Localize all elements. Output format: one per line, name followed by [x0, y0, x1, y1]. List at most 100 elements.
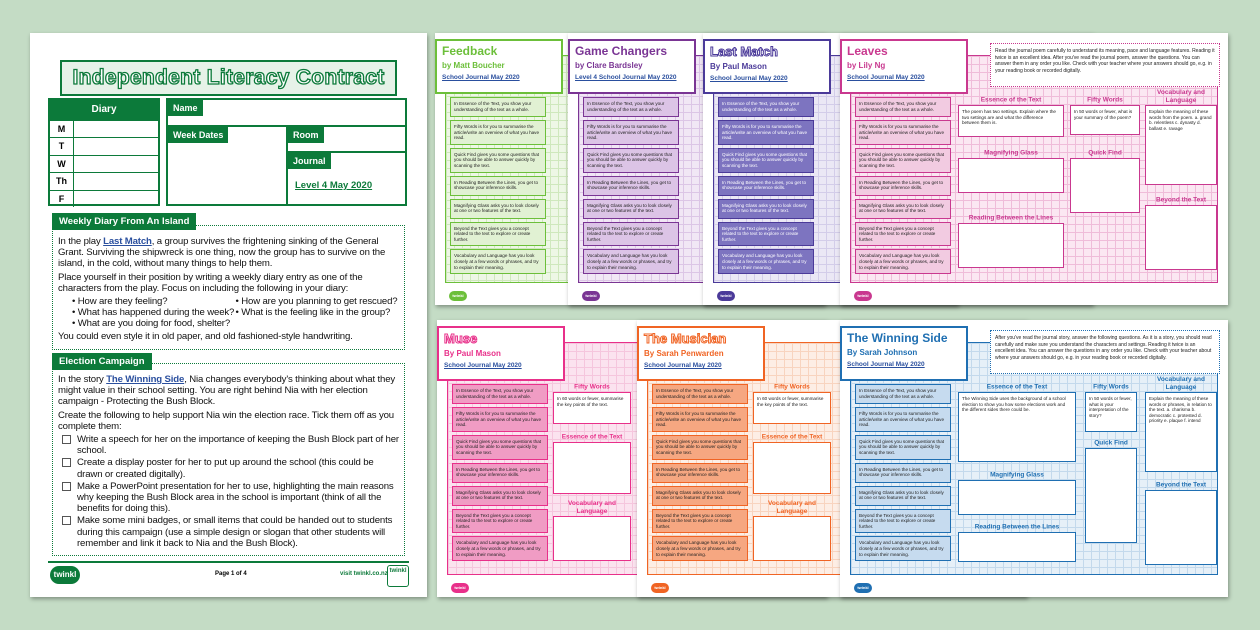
instructions: Place yourself in their position by writ… — [58, 271, 363, 294]
guide-box: Vocabulary and Language has you look clo… — [652, 536, 748, 562]
guide-box: Quick Find gives you some questions that… — [855, 434, 951, 460]
section-title: Reading Between the Lines — [974, 523, 1060, 531]
journal-link[interactable]: Level 4 May 2020 — [295, 180, 373, 191]
intro-text: Read the journal poem carefully to under… — [990, 43, 1220, 87]
bullet-list: How are they feeling? How are you planni… — [58, 296, 399, 330]
journal-label: Journal — [288, 153, 331, 169]
guide-box: Magnifying Glass asks you to look closel… — [452, 485, 548, 506]
guide-box: In Reading Between the Lines, you get to… — [718, 175, 814, 196]
journal-link[interactable]: School Journal May 2020 — [847, 361, 925, 368]
day-label: T — [50, 138, 74, 155]
guide-box: In Reading Between the Lines, you get to… — [450, 175, 546, 196]
twinkl-logo: twinkl — [854, 583, 872, 593]
diary-row[interactable]: F — [50, 189, 158, 207]
checkbox[interactable] — [62, 516, 71, 526]
guide-column: In Essence of the Text, you show your un… — [855, 97, 951, 277]
checkbox[interactable] — [62, 435, 71, 445]
website-link[interactable]: visit twinkl.co.nz — [340, 571, 388, 577]
election-section: In the story The Winning Side, Nia chang… — [52, 363, 405, 557]
section-title: Vocabulary and Language — [568, 500, 616, 515]
section-box — [1070, 158, 1140, 213]
worksheet-title: The Musician — [644, 331, 727, 347]
task-item[interactable]: Write a speech for her on the importance… — [62, 434, 399, 456]
guide-box: Fifty Words is for you to summarise the … — [652, 407, 748, 432]
text: , a group survives the frightening sinki… — [58, 236, 386, 270]
guide-box: Magnifying Glass asks you to look closel… — [855, 198, 951, 219]
journal-link[interactable]: Level 4 School Journal May 2020 — [575, 74, 677, 81]
day-label: Th — [50, 173, 74, 190]
guide-box: Beyond the Text gives you a concept rela… — [452, 508, 548, 534]
guide-box: In Reading Between the Lines, you get to… — [583, 175, 679, 196]
intro-text: After you've read the journal story, ans… — [990, 330, 1220, 374]
section-box — [753, 442, 831, 494]
section-title: Vocabulary and Language — [768, 500, 816, 515]
journal-link[interactable]: School Journal May 2020 — [444, 362, 522, 369]
task-item[interactable]: Make a PowerPoint presentation for her t… — [62, 481, 399, 515]
journal-link[interactable]: School Journal May 2020 — [710, 75, 788, 82]
divider — [288, 151, 405, 153]
section-title: Fifty Words — [574, 383, 610, 391]
journal-link[interactable]: School Journal May 2020 — [644, 362, 722, 369]
guide-box: Quick Find gives you some questions that… — [718, 147, 814, 173]
section-title: Reading Between the Lines — [968, 214, 1054, 222]
diary-header: Diary — [50, 100, 158, 120]
section-title: Essence of the Text — [561, 433, 623, 441]
diary-row[interactable]: Th — [50, 172, 158, 190]
section-title: Beyond the Text — [1155, 481, 1207, 489]
task-label: Create a display poster for her to put u… — [77, 457, 374, 480]
worksheet-author: by Matt Boucher — [442, 61, 505, 70]
guide-box: Beyond the Text gives you a concept rela… — [855, 221, 951, 247]
guide-box: Quick Find gives you some questions that… — [452, 434, 548, 460]
guide-box: Fifty Words is for you to summarise the … — [855, 120, 951, 145]
task-item[interactable]: Make some mini badges, or small items th… — [62, 515, 399, 549]
diary-row[interactable]: T — [50, 137, 158, 155]
task-item[interactable]: Create a display poster for her to put u… — [62, 457, 399, 480]
section-title: Fifty Words — [1093, 383, 1129, 391]
text: , Nia changes everybody's thinking about… — [58, 374, 396, 408]
instructions: Create the following to help support Nia… — [58, 409, 394, 432]
worksheet-title: Feedback — [442, 44, 498, 58]
last-match-link[interactable]: Last Match — [103, 236, 152, 247]
week-dates-label: Week Dates — [168, 127, 229, 143]
section-box — [753, 516, 831, 561]
guide-box: In Reading Between the Lines, you get to… — [855, 462, 951, 483]
twinkl-logo: twinkl — [449, 291, 467, 301]
guide-box: In Reading Between the Lines, you get to… — [452, 462, 548, 483]
day-label: W — [50, 155, 74, 173]
guide-box: Magnifying Glass asks you to look closel… — [450, 198, 546, 219]
guide-column: In Essence of the Text, you show your un… — [855, 384, 951, 564]
worksheet-author: by Clare Bardsley — [575, 61, 643, 70]
student-info-box[interactable]: Name Week Dates Room Journal Level 4 May… — [166, 98, 407, 206]
guide-box: In Reading Between the Lines, you get to… — [652, 462, 748, 483]
page-title: Independent Literacy Contract — [72, 65, 385, 89]
guide-box: Magnifying Glass asks you to look closel… — [583, 198, 679, 219]
section-title: Magnifying Glass — [984, 149, 1038, 157]
worksheet-author: By Sarah Johnson — [847, 348, 918, 357]
checkbox[interactable] — [62, 481, 71, 491]
guide-box: In Essence of the Text, you show your un… — [583, 97, 679, 117]
journal-link[interactable]: School Journal May 2020 — [442, 74, 520, 81]
diary-row[interactable]: W — [50, 154, 158, 173]
guide-box: Vocabulary and Language has you look clo… — [855, 249, 951, 275]
guide-box: In Essence of the Text, you show your un… — [855, 384, 951, 404]
checkbox[interactable] — [62, 458, 71, 468]
name-label: Name — [168, 100, 203, 116]
diary-row[interactable]: M — [50, 120, 158, 138]
winning-side-link[interactable]: The Winning Side — [106, 374, 185, 385]
guide-box: Beyond the Text gives you a concept rela… — [450, 221, 546, 247]
section-title: Vocabulary and Language — [1157, 376, 1205, 391]
guide-box: Fifty Words is for you to summarise the … — [450, 120, 546, 145]
guide-box: Quick Find gives you some questions that… — [583, 147, 679, 173]
text: In the play — [58, 236, 104, 247]
journal-link[interactable]: School Journal May 2020 — [847, 74, 925, 81]
guide-box: Quick Find gives you some questions that… — [652, 434, 748, 460]
task-label: Make a PowerPoint presentation for her t… — [77, 480, 394, 515]
nz-badge: twinkl — [387, 565, 409, 587]
section-box: In 60 words or fewer, summarise the key … — [753, 392, 831, 424]
section-box — [1085, 448, 1137, 543]
